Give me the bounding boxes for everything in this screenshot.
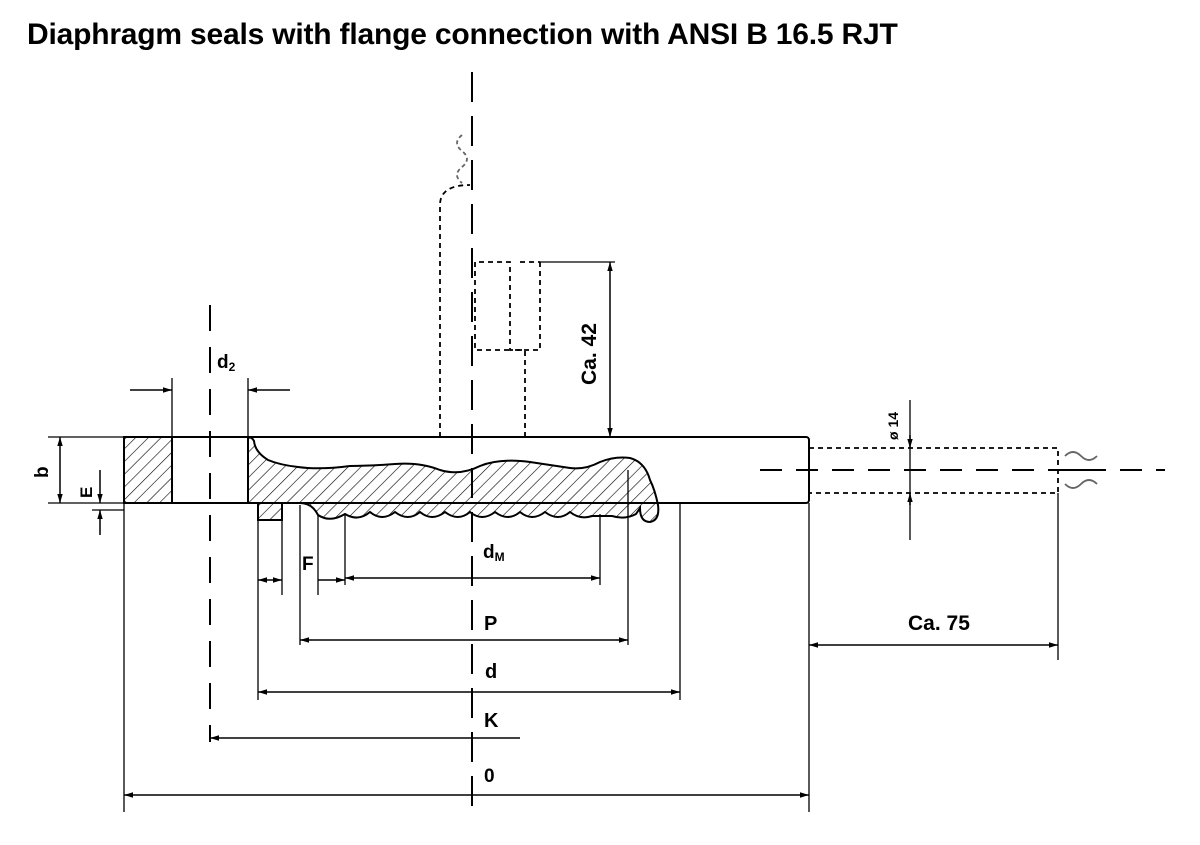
dim-label-p: P: [484, 613, 497, 635]
dim-label-b: b: [32, 466, 53, 478]
diaphragm-section: [247, 435, 660, 524]
dim-label-e: E: [77, 487, 96, 498]
capillary-break-icon: [1064, 451, 1098, 489]
extension-lines: [48, 261, 1059, 812]
dim-label-dm: dM: [483, 542, 505, 564]
dimension-lines: [57, 262, 1058, 798]
dim-label-ca75: Ca. 75: [908, 612, 970, 635]
instrument-hidden-outline: [439, 184, 541, 437]
top-break-icon: [456, 134, 468, 184]
dim-label-o: 0: [484, 766, 495, 787]
dim-label-dia14: ø 14: [885, 412, 901, 440]
dim-label-f: F: [302, 554, 314, 575]
bolt-hole-section: [123, 436, 173, 504]
drawing-title: Diaphragm seals with flange connection w…: [27, 18, 898, 51]
dim-label-d2: d2: [217, 352, 236, 374]
capillary-hidden-outline: [809, 447, 1059, 494]
dim-label-k: K: [484, 710, 499, 732]
dim-label-ca42: Ca. 42: [578, 323, 601, 385]
dim-label-d: d: [485, 661, 497, 683]
